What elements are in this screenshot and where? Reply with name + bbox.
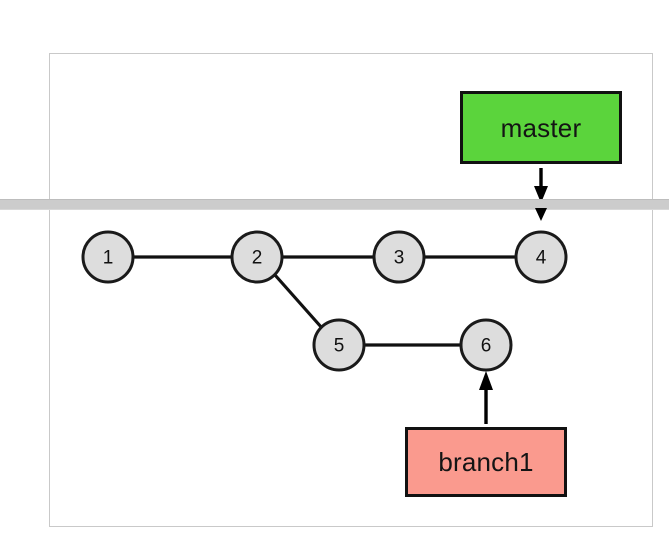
branch-label-master[interactable]: master — [460, 91, 622, 164]
commit-node-4-label: 4 — [536, 248, 547, 269]
commit-node-3-circle — [372, 230, 426, 284]
commit-node-6-label: 6 — [481, 336, 492, 357]
commit-node-3[interactable]: 3 — [372, 230, 426, 284]
commit-node-2-circle — [230, 230, 284, 284]
commit-node-4[interactable]: 4 — [514, 230, 568, 284]
master-arrow-head-lower — [535, 208, 547, 221]
commit-node-2-label: 2 — [252, 248, 263, 269]
commit-node-6-circle — [459, 318, 513, 372]
edge-2-5 — [273, 273, 324, 330]
commit-node-6[interactable]: 6 — [459, 318, 513, 372]
master-pointer-arrow-upper — [534, 168, 548, 203]
branch-label-branch1-text: branch1 — [438, 447, 534, 477]
diagram-frame — [49, 53, 653, 527]
branch1-arrow-head — [479, 371, 493, 390]
master-arrow-head-upper — [534, 186, 548, 203]
branch-label-branch1[interactable]: branch1 — [405, 427, 567, 497]
branch1-pointer-arrow — [479, 371, 493, 424]
commit-node-4-circle — [514, 230, 568, 284]
commit-node-1-label: 1 — [103, 248, 114, 269]
commit-node-3-label: 3 — [394, 248, 405, 269]
commit-node-1[interactable]: 1 — [81, 230, 135, 284]
commit-node-5-label: 5 — [334, 336, 345, 357]
commit-node-2[interactable]: 2 — [230, 230, 284, 284]
viewport-seam-band — [0, 199, 669, 210]
branch-label-master-text: master — [500, 112, 582, 143]
commit-node-5[interactable]: 5 — [312, 318, 366, 372]
commit-node-5-circle — [312, 318, 366, 372]
commit-node-1-circle — [81, 230, 135, 284]
